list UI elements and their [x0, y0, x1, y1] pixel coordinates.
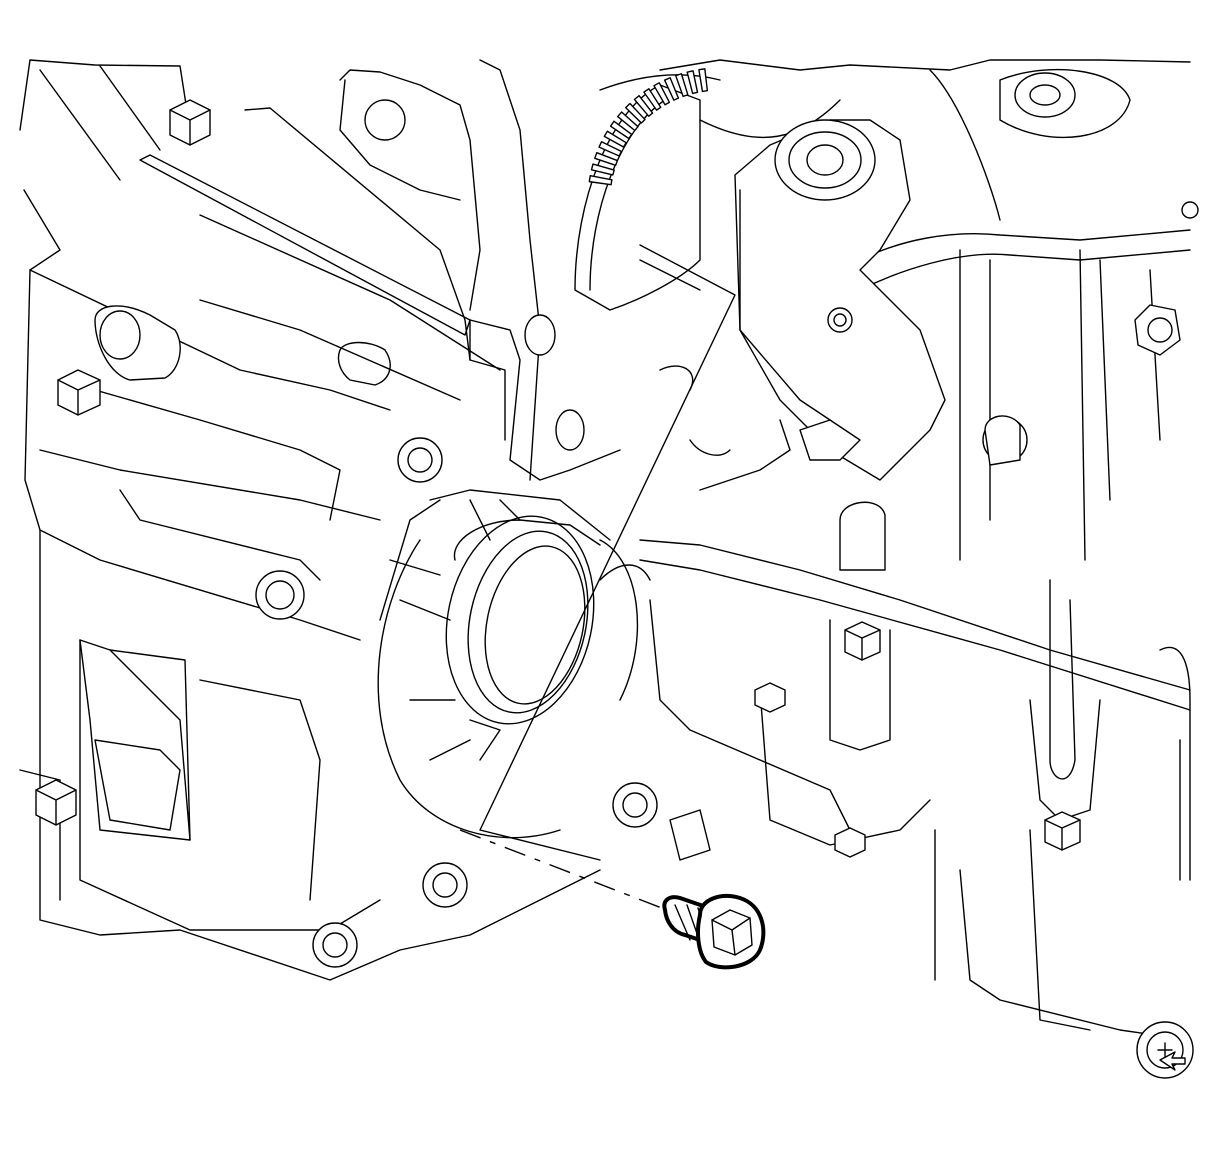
mount-bracket [734, 68, 1131, 481]
engine-block [639, 59, 1194, 1079]
gear-tooth [686, 70, 699, 95]
gear-tooth [590, 163, 615, 176]
installation-line [459, 829, 673, 913]
gear-tooth [663, 77, 680, 101]
gear-tooth [609, 120, 633, 140]
flywheel-housing-bolt [662, 894, 766, 970]
gear-tooth [594, 151, 619, 166]
housing-bolts [35, 99, 391, 826]
gear-tooth [633, 94, 654, 117]
upper-brackets [139, 59, 621, 481]
gear-tooth [643, 88, 662, 111]
flywheel-ring-gear [574, 68, 721, 311]
gear-tooth [698, 68, 709, 93]
view-plane-outline [479, 244, 791, 861]
gear-tooth [588, 175, 613, 186]
gear-tooth [624, 102, 646, 124]
block-bolts [754, 201, 1199, 858]
gear-tooth [675, 73, 689, 98]
gear-tooth [603, 130, 627, 148]
gear-tooth [598, 141, 623, 157]
view-arrow-icon [1159, 1051, 1186, 1071]
gear-tooth [653, 82, 671, 106]
gear-tooth [617, 111, 639, 132]
crankshaft-rear-seal [377, 489, 639, 839]
